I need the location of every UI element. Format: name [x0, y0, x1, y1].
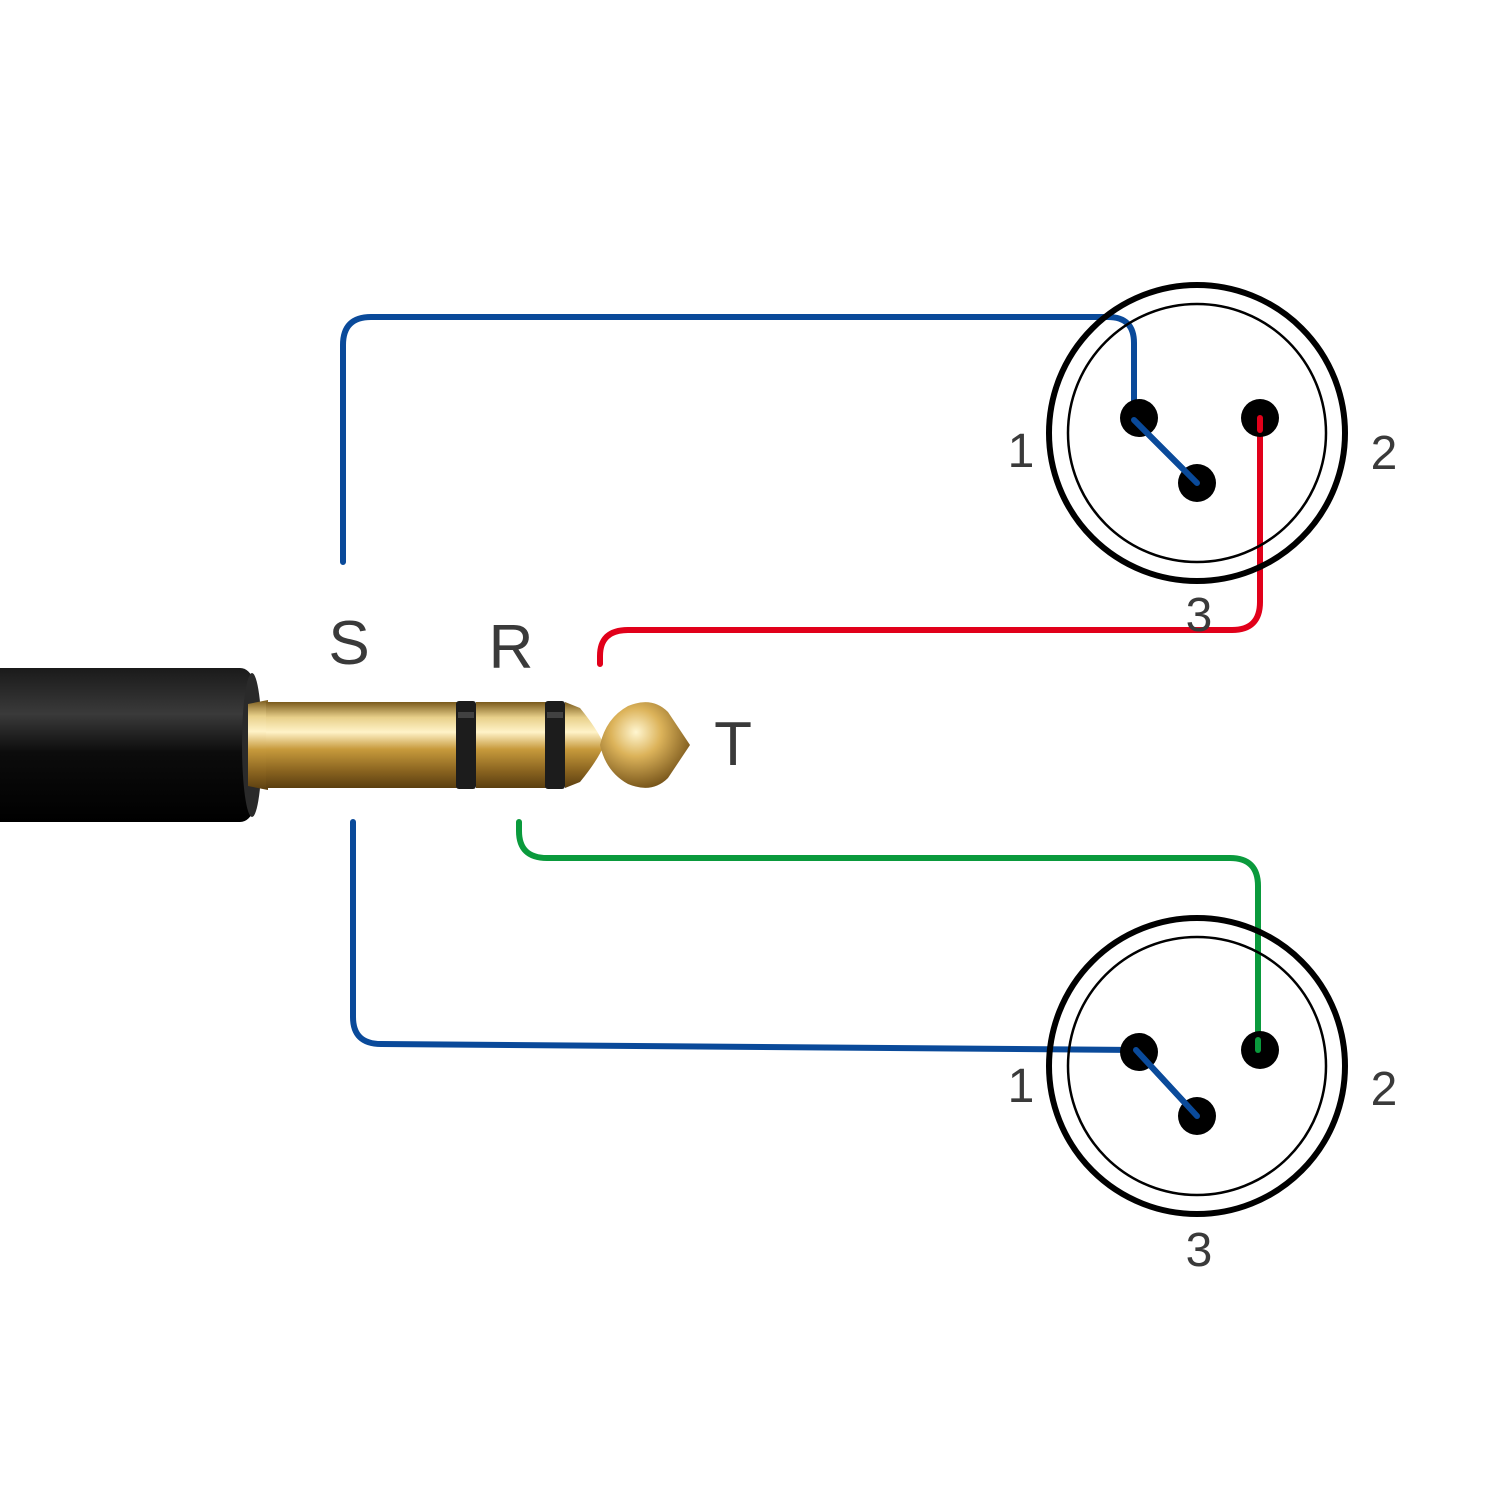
pin-label-1: 1 [1008, 1060, 1035, 1113]
sleeve-wire-bottom [350, 819, 1200, 1119]
xlr-bottom-labels: 1 2 3 [1008, 1060, 1398, 1277]
jumper-top [1131, 417, 1200, 486]
xlr-connector-bottom [1046, 915, 1348, 1217]
ring-wire [597, 415, 1263, 667]
plug-ring [476, 702, 546, 788]
trs-plug [0, 668, 690, 822]
xlr-outer-ring [1046, 282, 1348, 584]
cable-jacket [0, 668, 262, 822]
pin-label-2: 2 [1371, 427, 1398, 480]
plug-sleeve [266, 702, 458, 788]
xlr-inner-ring [1066, 302, 1328, 564]
collar [248, 700, 268, 790]
xlr-pin-1 [1120, 399, 1158, 437]
xlr-top-labels: 1 2 3 [1008, 425, 1398, 642]
jumper-bottom [1133, 1047, 1200, 1119]
xlr-outer-ring [1046, 915, 1348, 1217]
insulator-highlight [547, 712, 563, 718]
pin-label-3: 3 [1186, 1224, 1213, 1277]
xlr-connector-top [1046, 282, 1348, 584]
label-ring: R [489, 613, 534, 682]
insulator-ring-2 [545, 701, 565, 789]
plug-neck [565, 702, 604, 788]
pin-label-1: 1 [1008, 425, 1035, 478]
pin-jumpers [1131, 415, 1263, 1119]
label-tip: T [714, 710, 752, 779]
insulator-highlight [458, 712, 474, 718]
plug-tip [600, 702, 690, 788]
insulator-ring-1 [456, 701, 476, 789]
pin-label-2: 2 [1371, 1063, 1398, 1116]
xlr-inner-ring [1066, 935, 1328, 1197]
label-sleeve: S [328, 609, 369, 678]
pin-label-3: 3 [1186, 589, 1213, 642]
tip-wire [516, 819, 1261, 1053]
plug-labels: S R T [328, 609, 752, 779]
